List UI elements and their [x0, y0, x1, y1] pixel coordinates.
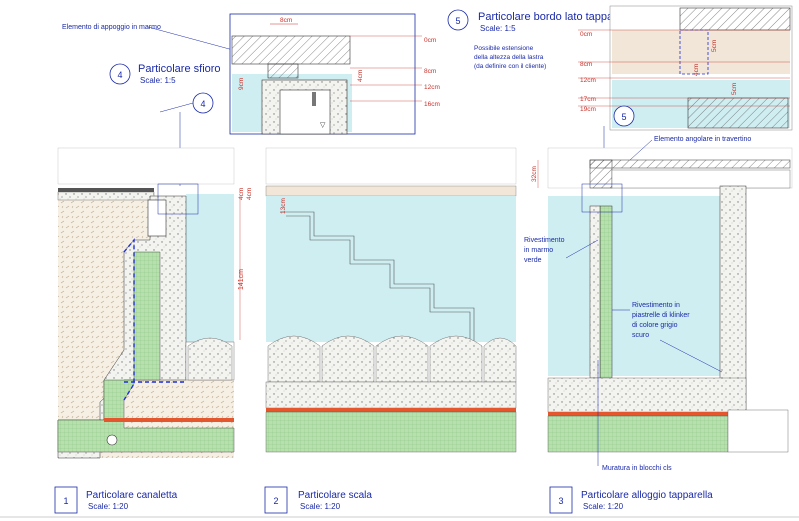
detail-title: Particolare sfioro [138, 63, 221, 75]
label-klinker-2: piastrelle di klinker [632, 312, 690, 319]
drain-pipe-icon [106, 434, 118, 446]
detail-sfioro: 4 Particolare sfioro Scale: 1:5 Elemento… [62, 13, 440, 135]
section-number-box [264, 486, 288, 514]
callout-label: Elemento di appoggio in marmo [62, 24, 161, 31]
dim-a: 4cm [238, 188, 245, 200]
dim-top: 8cm [280, 17, 292, 24]
level-12: 12cm [424, 84, 440, 91]
note-line-2: della altezza della lastra [474, 54, 544, 61]
label-travertino: Elemento angolare in travertino [654, 136, 751, 143]
level-8: 8cm [580, 61, 592, 68]
label-marmo-2: in marmo [524, 247, 553, 254]
detail-marker-icon [109, 63, 131, 85]
label-klinker-4: scuro [632, 332, 649, 339]
section-number: 3 [558, 496, 563, 506]
level-0: 0cm [424, 37, 436, 44]
dim-depth: 141cm [238, 269, 245, 290]
dim-side: 4cm [357, 70, 364, 82]
level-8: 8cm [424, 68, 436, 75]
marker-number: 5 [621, 112, 626, 122]
level-12: 12cm [580, 77, 596, 84]
note-line-3: (da definire con il cliente) [474, 63, 546, 70]
level-16: 16cm [424, 101, 440, 108]
label-marmo-1: Rivestimento [524, 237, 565, 244]
dim-left: 9cm [238, 78, 245, 90]
dim-height: 32cm [531, 166, 538, 182]
section-scale: Scale: 1:20 [300, 502, 341, 511]
level-17: 17cm [580, 96, 596, 103]
detail-scale: Scale: 1:5 [140, 76, 176, 85]
section-scala: 13cm 2 Particolare scala Scale: 1:20 [264, 147, 517, 514]
section-number-box [54, 486, 78, 514]
detail-scale: Scale: 1:5 [480, 24, 516, 33]
detail-number: 4 [117, 70, 122, 80]
section-tapparella: 5 32cm Elemento angolare in travertino R… [524, 105, 793, 514]
section-scale: Scale: 1:20 [583, 502, 624, 511]
level-0: 0cm [580, 31, 592, 38]
dim-b: 4cm [693, 64, 700, 76]
detail-marker-icon [447, 9, 469, 31]
note-line-1: Possibile estensione [474, 45, 534, 52]
dim-c: 5cm [731, 83, 738, 95]
label-muratura: Muratura in blocchi cls [602, 465, 672, 472]
section-title: Particolare scala [298, 490, 372, 501]
dim-b: 4cm [246, 188, 253, 200]
detail-number: 5 [455, 16, 460, 26]
section-number: 1 [63, 496, 68, 506]
section-scale: Scale: 1:20 [88, 502, 129, 511]
section-number-box [549, 486, 573, 514]
svg-text:▽: ▽ [320, 122, 326, 129]
section-title: Particolare alloggio tapparella [581, 490, 713, 501]
section-canaletta: 4 4cm 4cm 141cm 1 Particolare canaletta … [54, 92, 253, 514]
detail-bordo: 5 Particolare bordo lato tapparella Scal… [447, 5, 793, 131]
label-klinker-3: di colore grigio [632, 322, 678, 329]
section-number: 2 [273, 496, 278, 506]
detail-marker-icon [613, 105, 635, 127]
detail-title: Particolare bordo lato tapparella [478, 11, 635, 23]
dim-step: 13cm [280, 198, 287, 214]
label-klinker-1: Rivestimento in [632, 302, 680, 309]
level-19: 19cm [580, 106, 596, 113]
label-marmo-3: verde [524, 257, 542, 264]
dim-a: 5cm [711, 40, 718, 52]
section-title: Particolare canaletta [86, 490, 178, 501]
marker-number: 4 [200, 99, 205, 109]
